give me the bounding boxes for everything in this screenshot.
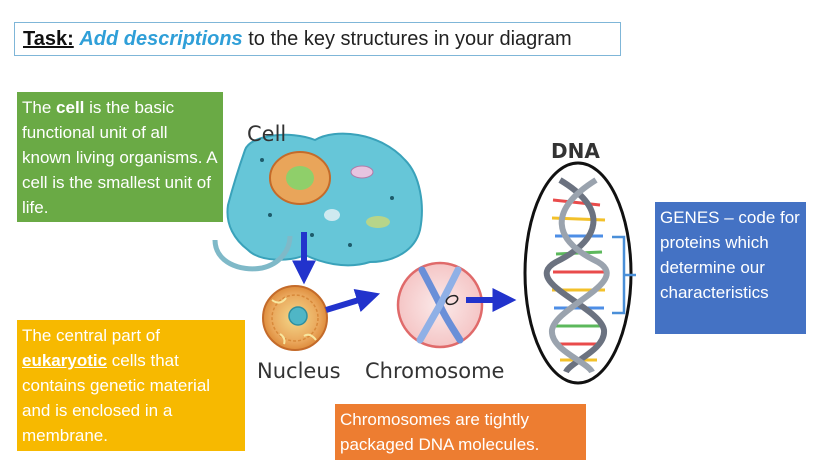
nucleus-text-start: The central part of: [22, 326, 160, 345]
cell-flagellum: [212, 235, 293, 272]
cell-nucleolus: [286, 166, 314, 190]
task-label: Task:: [23, 28, 74, 50]
dna-label: DNA: [551, 139, 600, 163]
nucleus-description-box: The central part of eukaryotic cells tha…: [17, 320, 245, 451]
cell-label: Cell: [247, 122, 286, 146]
cell-organelle: [350, 165, 374, 179]
arrow-nucleus-to-chromosome: [325, 289, 381, 313]
gene-bracket: [612, 235, 636, 315]
chromosome-label: Chromosome: [365, 359, 504, 383]
dna-illustration: [523, 161, 633, 385]
dna-strand: [549, 177, 610, 374]
nucleus-label: Nucleus: [257, 359, 341, 383]
genes-description-box: GENES – code for proteins which determin…: [655, 202, 806, 334]
cell-text-start: The: [22, 98, 57, 117]
nucleus-illustration: [262, 285, 328, 351]
cell-vacuole: [324, 209, 340, 221]
task-emphasis: Add descriptions: [79, 28, 243, 50]
genes-text: GENES – code for proteins which determin…: [660, 208, 800, 302]
chromosome-text: Chromosomes are tightly packaged DNA mol…: [340, 410, 540, 454]
chromosome-illustration: [396, 261, 484, 349]
nucleus-highlight: eukaryotic: [22, 351, 108, 370]
cell-organelle: [366, 216, 390, 228]
task-instruction: Task: Add descriptions to the key struct…: [14, 22, 621, 56]
dna-strand: [543, 177, 607, 374]
chromosome-description-box: Chromosomes are tightly packaged DNA mol…: [335, 404, 586, 460]
animal-cell-illustration: [212, 132, 423, 272]
cell-description-box: The cell is the basic functional unit of…: [17, 92, 223, 222]
cell-text-end: is the basic functional unit of all know…: [22, 98, 217, 217]
nucleus-text-end: cells that contains genetic material and…: [22, 351, 211, 445]
task-rest: to the key structures in your diagram: [242, 28, 572, 50]
cell-highlight: cell: [56, 98, 85, 117]
